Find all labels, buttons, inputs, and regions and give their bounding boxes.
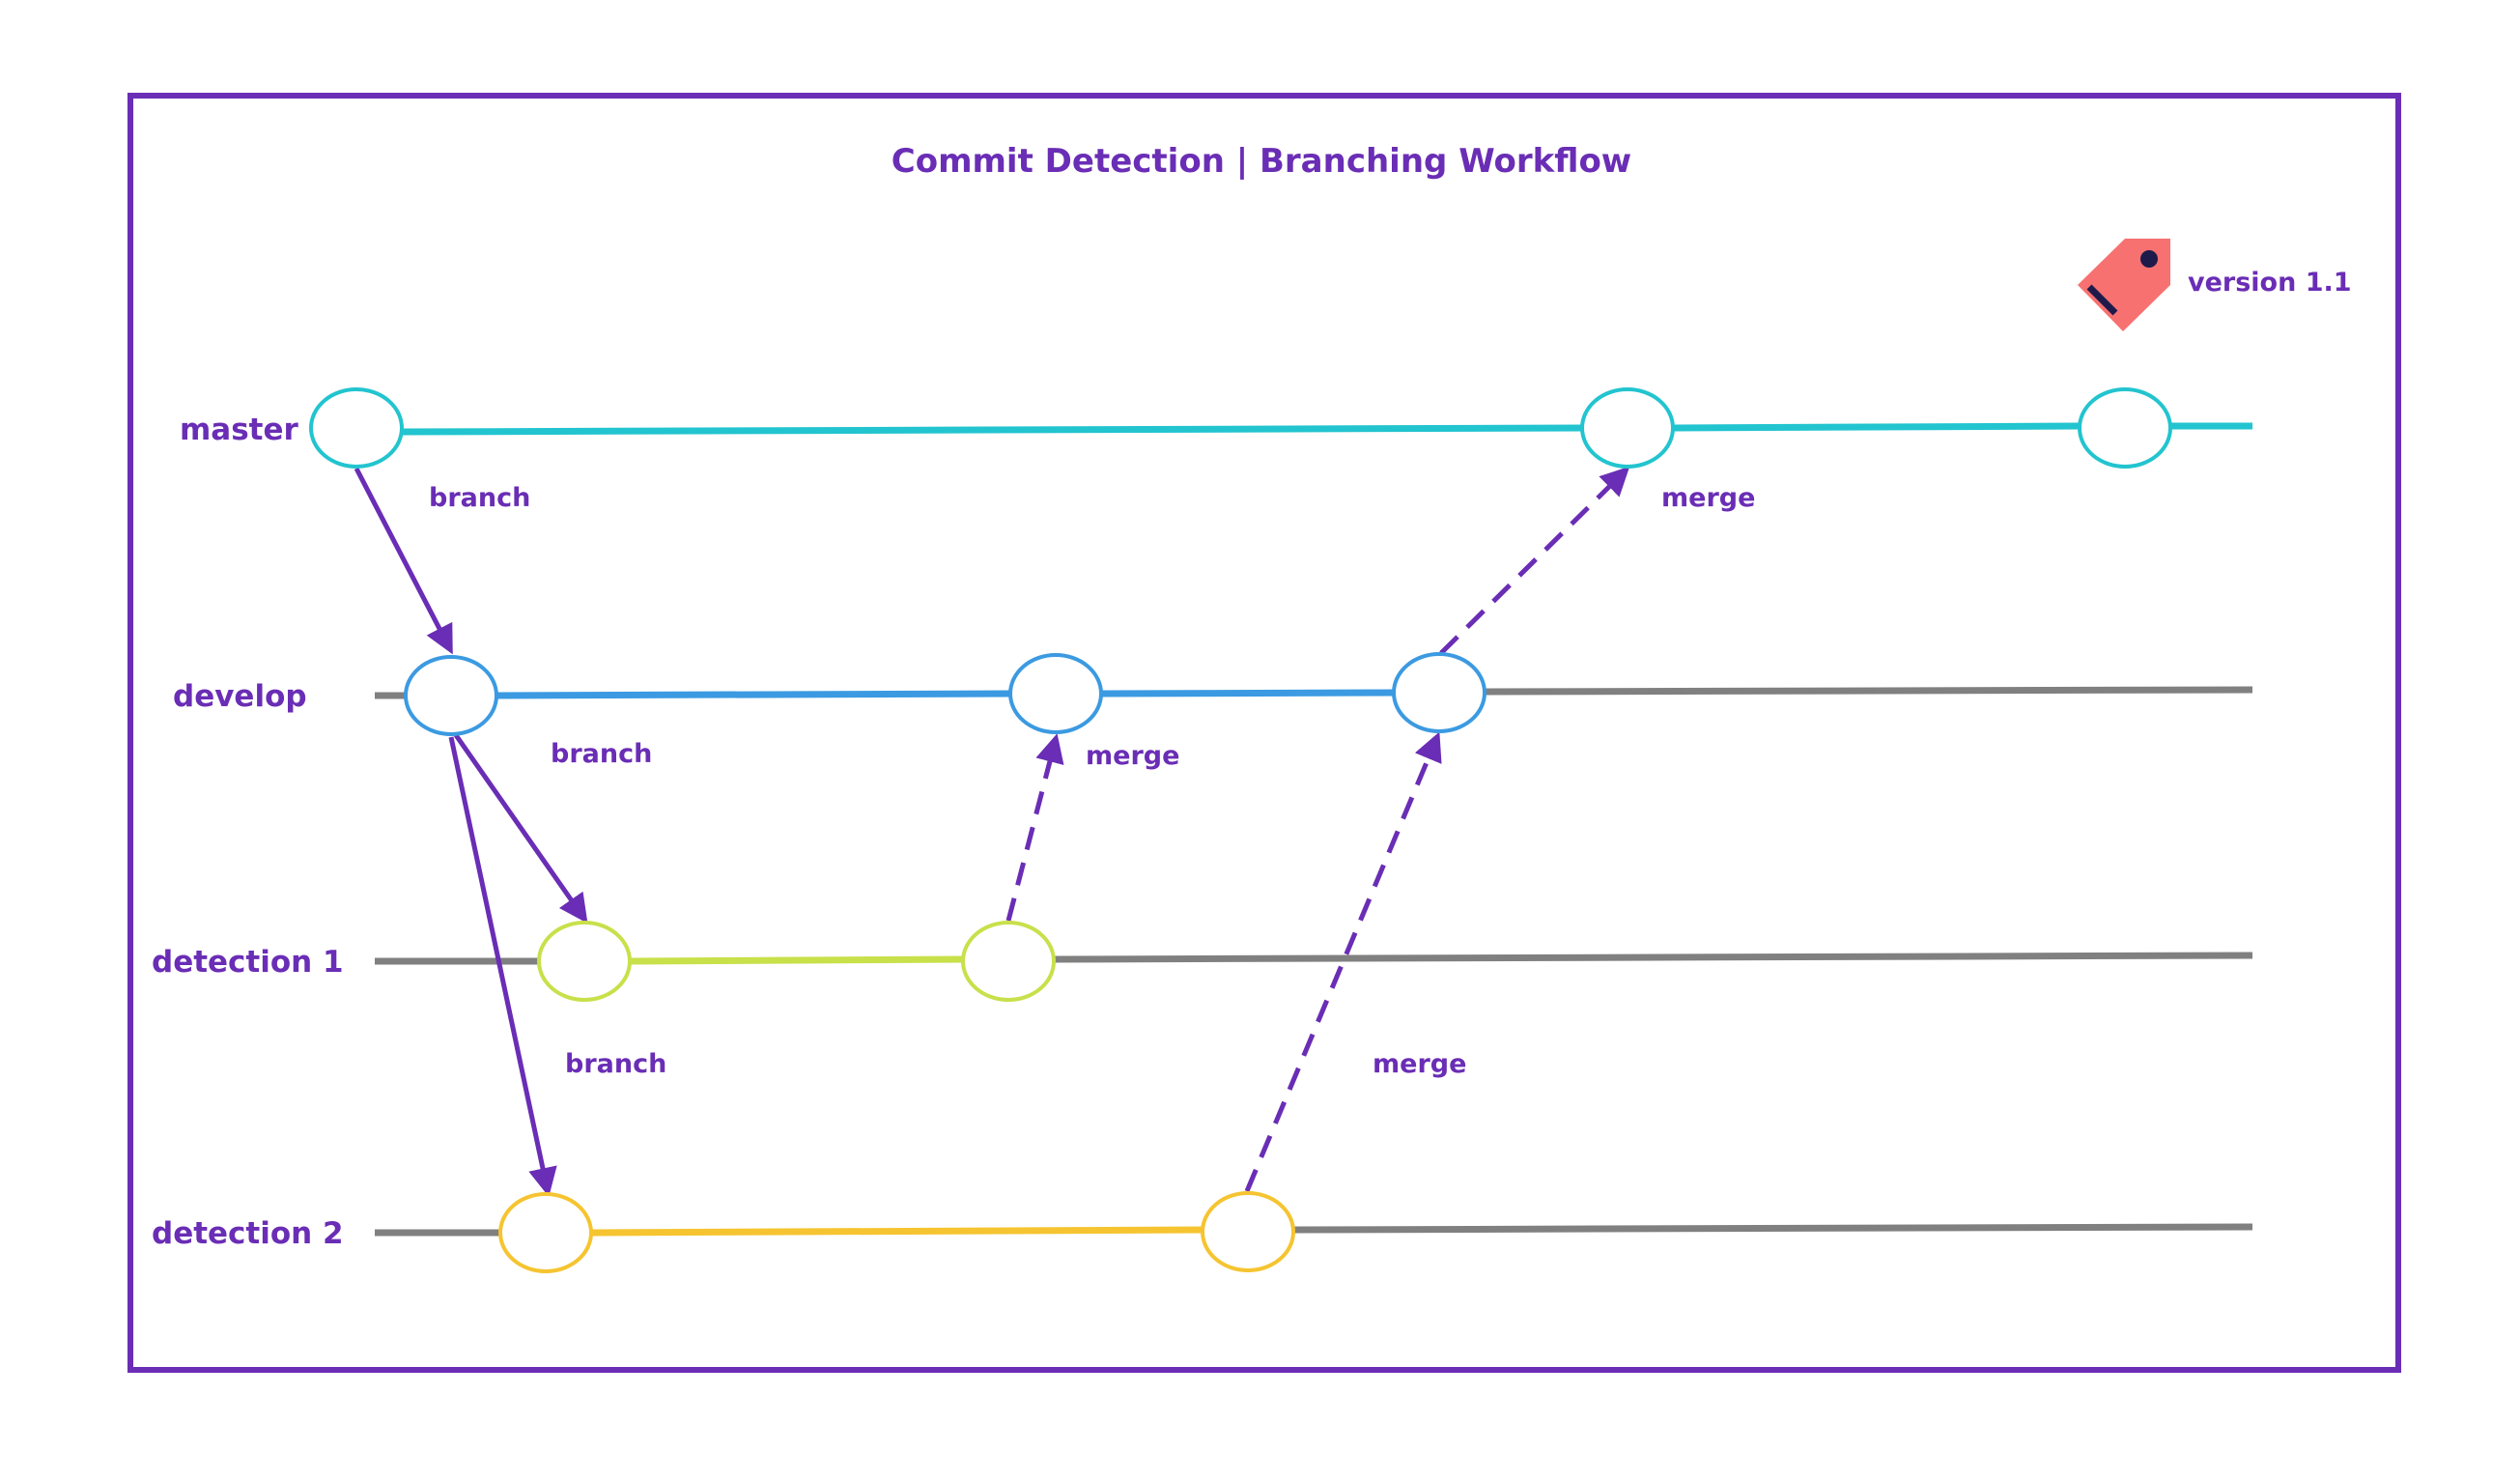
merge-arrow-detection2-develop <box>1244 731 1442 1192</box>
commit-node-master-2 <box>1580 387 1675 469</box>
commit-node-develop-3 <box>1392 652 1487 733</box>
develop-line-2 <box>1100 689 1395 697</box>
commit-node-detection1-2 <box>961 921 1056 1002</box>
tag-icon <box>2078 239 2170 331</box>
commit-node-develop-1 <box>404 655 498 736</box>
detection2-line <box>591 1226 1203 1237</box>
develop-line-1 <box>496 690 1010 699</box>
label-branch-master-develop: branch <box>429 483 530 513</box>
commit-node-detection2-1 <box>498 1192 593 1273</box>
tag-label: version 1.1 <box>2188 268 2352 298</box>
branch-arrow-master-develop <box>354 467 453 655</box>
diagram-title: Commit Detection | Branching Workflow <box>892 142 1631 181</box>
commit-node-detection2-2 <box>1201 1191 1295 1272</box>
merge-arrow-develop-master <box>1439 466 1630 655</box>
develop-idle-line-end <box>1484 686 2253 696</box>
branch-arrow-develop-detection1 <box>453 733 588 924</box>
label-branch-develop-detection2: branch <box>565 1049 666 1079</box>
detection1-line <box>630 955 964 965</box>
commit-node-master-3 <box>2078 387 2172 469</box>
branch-label-detection2: detection 2 <box>152 1216 344 1251</box>
branch-arrow-develop-detection2 <box>448 736 557 1197</box>
label-merge-detection1-develop: merge <box>1086 741 1179 771</box>
branch-label-detection1: detection 1 <box>152 945 344 980</box>
branch-label-master: master <box>180 413 299 447</box>
detection2-idle-line-end <box>1292 1223 2253 1234</box>
label-branch-develop-detection1: branch <box>551 739 652 769</box>
commit-node-develop-2 <box>1008 653 1103 734</box>
master-line-2 <box>1673 422 2080 432</box>
master-line-1 <box>402 424 1583 436</box>
merge-arrow-detection1-develop <box>1005 733 1064 922</box>
commit-node-detection1-1 <box>537 921 632 1002</box>
commit-node-master-1 <box>309 387 404 469</box>
branch-label-develop: develop <box>173 679 307 714</box>
diagram-frame <box>127 93 2401 1373</box>
label-merge-develop-master: merge <box>1661 483 1755 513</box>
label-merge-detection2-develop: merge <box>1373 1049 1466 1079</box>
detection1-idle-line-end <box>1053 952 2253 963</box>
